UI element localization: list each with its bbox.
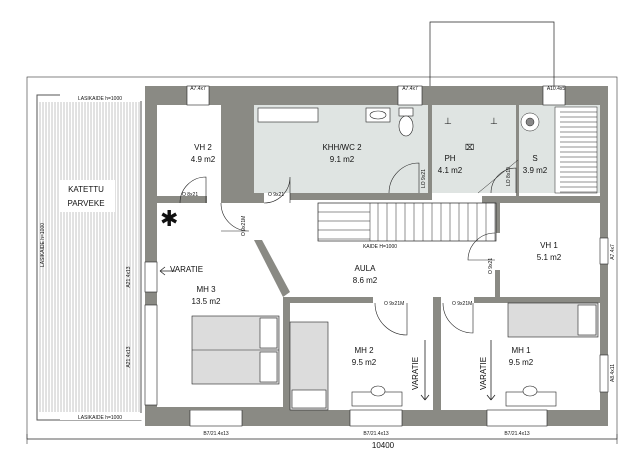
window-label-left1: A21.4x13 [126, 266, 132, 287]
window-label-right2: A8.4x11 [610, 364, 616, 382]
glass-railing-top-label: LASIKAIDE h=1000 [78, 96, 122, 102]
room-vh2-name: VH 2 [194, 143, 212, 152]
glass-railing-side-label: LASIKAIDE h=1000 [40, 223, 46, 267]
balcony-label-line1: KATETTU [68, 185, 104, 194]
bathroom-fixtures [257, 107, 414, 137]
room-s-area: 3.9 m2 [523, 166, 548, 175]
window-label-bottom3: B7/21.4x13 [504, 431, 530, 437]
bed-mh3 [191, 315, 280, 385]
diagonal-wall [254, 240, 290, 297]
plant-icon: ✱ [160, 206, 178, 231]
room-mh3-area: 13.5 m2 [192, 297, 221, 306]
door-label-mh2: O 9x21M [384, 301, 404, 307]
window-label-bottom1: B7/21.4x13 [203, 431, 229, 437]
window-label-top2: A7.4x7 [402, 86, 418, 92]
door-swings [179, 162, 517, 336]
room-aula-name: AULA [355, 264, 377, 273]
window-labels: A7.4x7 A7.4x7 A10.4x5 A7.4x7 A8.4x11 A21… [126, 86, 616, 437]
room-mh2-area: 9.5 m2 [352, 358, 377, 367]
room-vh1-name: VH 1 [540, 241, 558, 250]
room-ph-name: PH [444, 154, 455, 163]
staircase: KAIDE H=1000 [317, 202, 497, 250]
ph-room [432, 105, 518, 193]
roof-vent-outline [429, 21, 555, 86]
bed-mh1 [507, 302, 599, 338]
bed-mh2 [289, 321, 329, 411]
svg-text:⊥: ⊥ [490, 116, 498, 126]
shower-icons: ⊥ ⊥ ⌧ [444, 116, 498, 152]
escape-label-mh1: VARATIE [479, 357, 488, 390]
railing-label: KAIDE H=1000 [363, 244, 397, 250]
glass-railing-bottom-label: LASIKAIDE h=1000 [78, 415, 122, 421]
svg-text:⊥: ⊥ [444, 116, 452, 126]
escape-arrows [159, 266, 496, 401]
door-label-s: LO 8x19 [506, 167, 512, 186]
window-label-top1: A7.4x7 [190, 86, 206, 92]
interior-walls [157, 105, 600, 410]
total-width-dimension: 10400 [372, 441, 395, 450]
room-vh1-area: 5.1 m2 [537, 253, 562, 262]
door-label-vh1: O 9x21 [488, 258, 494, 274]
room-mh2-name: MH 2 [354, 346, 374, 355]
covered-balcony: KATETTU PARVEKE LASIKAIDE h=1000 LASIKAI… [36, 94, 142, 421]
window-label-bottom2: B7/21.4x13 [363, 431, 389, 437]
balcony-label-line2: PARVEKE [67, 199, 104, 208]
room-mh3-name: MH 3 [196, 285, 216, 294]
desks [351, 385, 557, 407]
window-label-top3: A10.4x5 [547, 86, 566, 92]
window-label-right1: A7.4x7 [610, 244, 616, 260]
room-ph-area: 4.1 m2 [438, 166, 463, 175]
door-label-mh3: O 9x21M [241, 216, 247, 236]
door-label-vh2: O 8x21 [182, 192, 198, 198]
window-label-left2: A21.4x13 [126, 346, 132, 367]
sauna-benches [520, 106, 598, 194]
room-aula-area: 8.6 m2 [353, 276, 378, 285]
escape-label-mh2: VARATIE [411, 357, 420, 390]
door-label-mh1: O 9x21M [452, 301, 472, 307]
room-khh-area: 9.1 m2 [330, 155, 355, 164]
room-khh-name: KHH/WC 2 [322, 143, 362, 152]
room-vh2-area: 4.9 m2 [191, 155, 216, 164]
room-s-name: S [532, 154, 537, 163]
door-labels: O 8x21 O 9x21 O 9x21M LO 9x21 LO 8x19 O … [182, 167, 512, 307]
room-labels: VH 2 4.9 m2 KHH/WC 2 9.1 m2 PH 4.1 m2 S … [191, 143, 562, 367]
escape-label-mh3: VARATIE [170, 265, 203, 274]
door-label-khh: O 9x21 [268, 192, 284, 198]
svg-text:⌧: ⌧ [465, 143, 474, 152]
door-label-ph: LO 9x21 [421, 169, 427, 188]
window-openings [144, 85, 609, 427]
room-mh1-name: MH 1 [511, 346, 531, 355]
room-mh1-area: 9.5 m2 [509, 358, 534, 367]
